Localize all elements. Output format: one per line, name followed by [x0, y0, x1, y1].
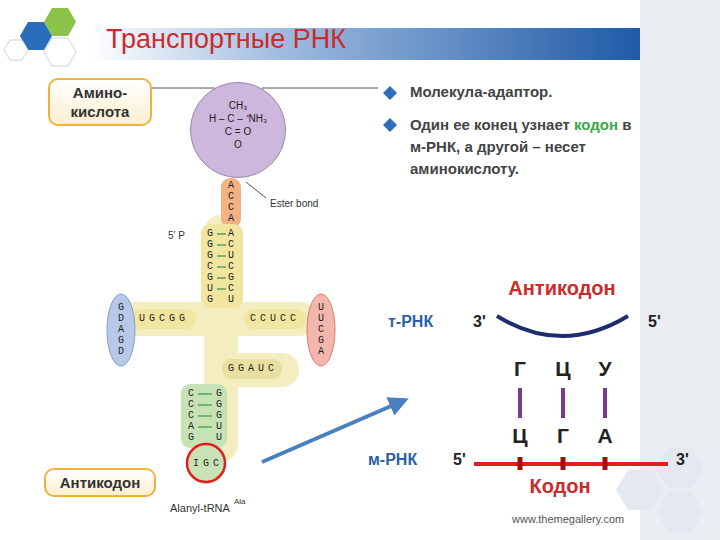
end-label: 5' [648, 313, 661, 331]
d-stem [132, 309, 196, 329]
leader-line [262, 88, 378, 89]
anticodon-stem [181, 384, 227, 448]
bullet-text: Один ее конец узнает кодон в м-РНК, а др… [410, 114, 642, 180]
part-name: Ester bond [270, 198, 318, 209]
hexagon-logo [4, 8, 76, 66]
end-label: 5′ P [168, 230, 185, 241]
callout-box: Антикодон [44, 468, 156, 497]
diagram-label: Кодон [529, 475, 590, 498]
t-stem [244, 309, 306, 329]
callout-text: Антикодон [52, 473, 148, 492]
bullet-diamond [383, 86, 397, 132]
end-label: 3' [676, 451, 689, 469]
base-letter: Ц [512, 424, 527, 448]
nucleotide-strand: GGAUC [228, 363, 278, 374]
hydrogen-bond [520, 388, 605, 418]
formula-line: H – C – ⁺NH₃ [191, 112, 285, 125]
side-strip [640, 0, 720, 540]
base-letter: А [597, 424, 612, 448]
bullet-text: Один ее конец узнает [410, 116, 570, 133]
part-name: Alanyl-tRNA [170, 502, 230, 514]
nucleotide-strand: ACUCGCU [226, 228, 236, 305]
base-letter: Ц [555, 357, 570, 381]
base-letter: У [598, 357, 611, 381]
leader-line [246, 182, 266, 198]
acceptor-stem [201, 224, 243, 308]
nucleotide-strand: UGCGG [139, 313, 189, 324]
nucleotide-strand: UUCGA [316, 302, 326, 357]
nucleotide-strand: GGGUU [214, 388, 224, 443]
anticodon-ring [187, 444, 225, 482]
mrna-strand [474, 462, 668, 466]
callout-text: Амино-кислота [56, 83, 144, 121]
superscript: Ala [234, 497, 246, 506]
strand-tick [520, 457, 605, 470]
callout-box: Амино-кислота [48, 78, 152, 126]
strand-name: т-РНК [388, 313, 433, 331]
strand-name: м-РНК [368, 451, 417, 469]
formula-line: O [191, 138, 285, 151]
base-letter: Г [557, 424, 569, 448]
nucleotide-strand: CCCAG [186, 388, 196, 443]
diagram-label: Антикодон [508, 277, 615, 300]
nucleotide-strand: ACCA [226, 180, 236, 224]
end-label: 5' [453, 451, 466, 469]
variable-loop [222, 359, 282, 379]
hexagon-decor [616, 448, 704, 532]
anticodon-bases: IGC [193, 458, 223, 469]
leader-line [152, 88, 215, 89]
slide-title: Транспортные РНК [106, 24, 346, 55]
nucleotide-strand: GGGCGUG [205, 228, 215, 305]
nucleotide-strand: CCUCC [250, 313, 300, 324]
trna-strand [497, 316, 628, 336]
end-label: 3' [473, 313, 486, 331]
bullet-text: Молекула-адаптор. [410, 83, 552, 100]
amino-acid-circle: CH₃H – C – ⁺NH₃C = OO [190, 82, 286, 178]
anticodon-loop [186, 444, 226, 484]
base-letter: Г [514, 357, 526, 381]
d-loop [107, 294, 135, 366]
formula-line: C = O [191, 125, 285, 138]
t-loop [307, 294, 335, 366]
watermark: www.themegallery.com [512, 513, 624, 525]
cca-end [221, 178, 241, 228]
nucleotide-strand: GDAGD [116, 302, 126, 357]
bullet-text: кодон [574, 116, 618, 133]
formula-line: CH₃ [191, 99, 285, 112]
